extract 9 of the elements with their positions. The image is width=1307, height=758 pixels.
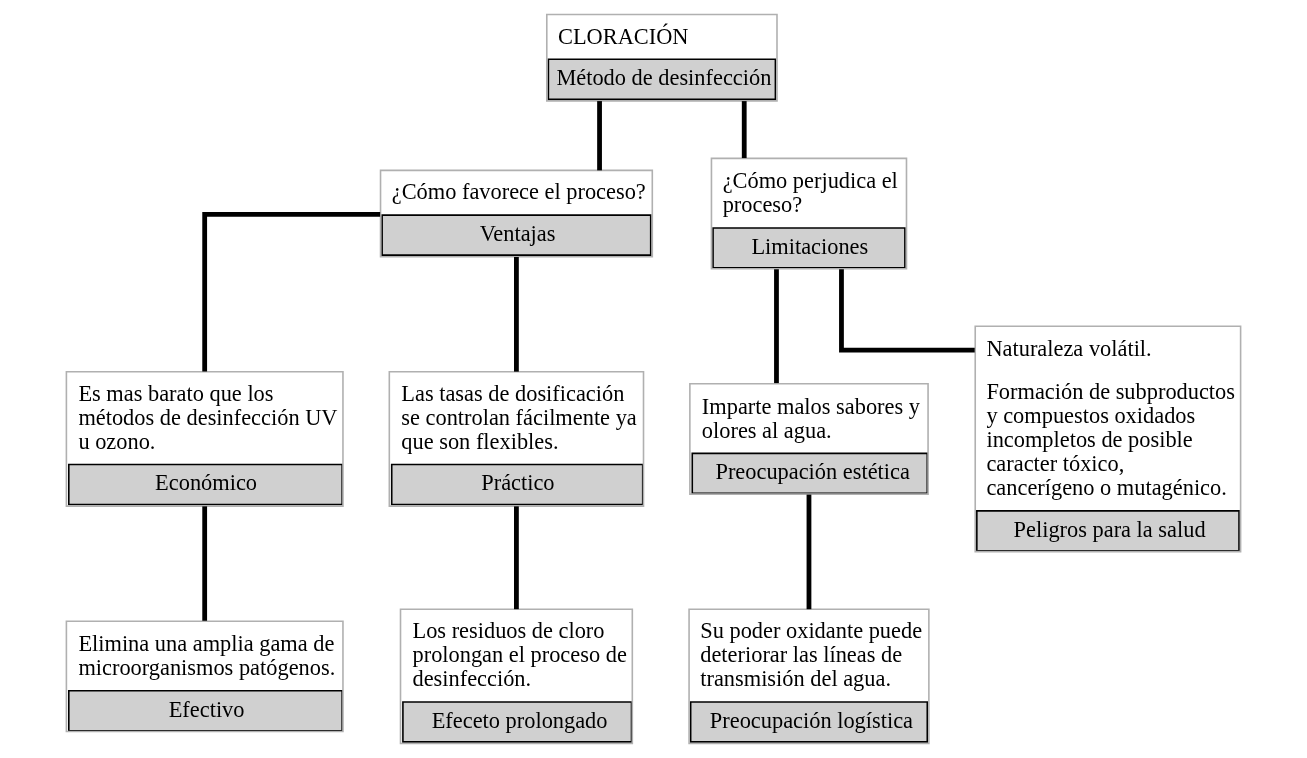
connector: [839, 269, 975, 353]
connector: [514, 257, 519, 372]
connector: [202, 211, 381, 372]
connector: [806, 494, 812, 610]
connector: [514, 506, 519, 610]
connector: [202, 506, 208, 621]
connector: [741, 101, 747, 159]
connector: [597, 101, 602, 171]
connector: [774, 269, 779, 384]
